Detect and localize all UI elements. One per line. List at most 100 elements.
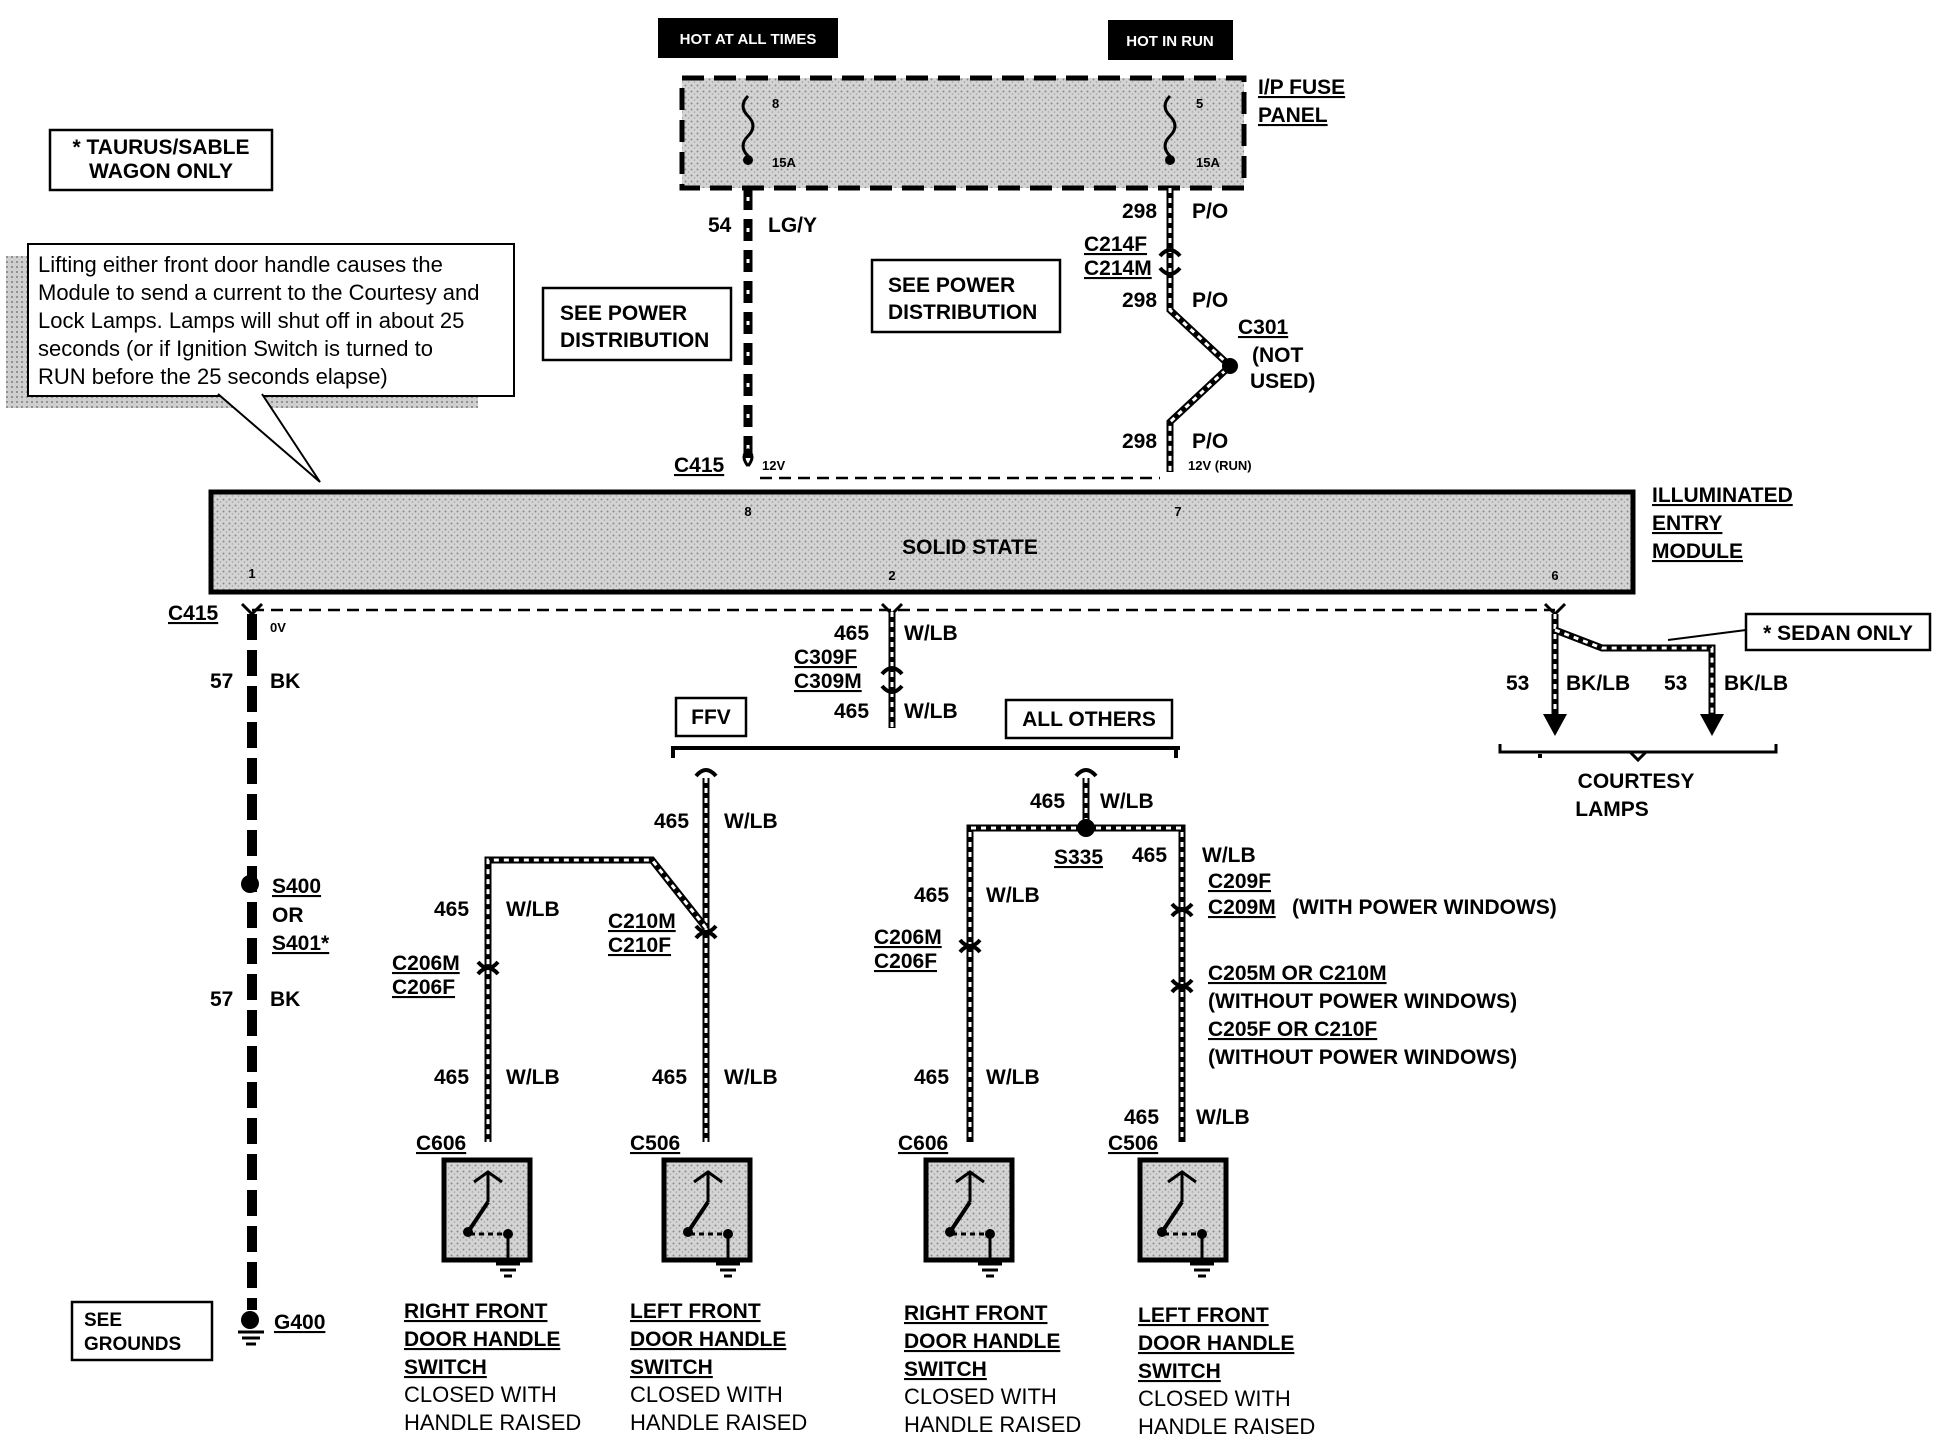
svg-text:8: 8 xyxy=(772,96,779,111)
hot-in-run-tag: HOT IN RUN xyxy=(1108,20,1233,60)
ffv-branch-wires xyxy=(476,768,718,1142)
svg-text:P/O: P/O xyxy=(1192,200,1228,223)
svg-text:12V (RUN): 12V (RUN) xyxy=(1188,458,1252,473)
svg-text:USED): USED) xyxy=(1250,370,1315,393)
svg-text:BK/LB: BK/LB xyxy=(1724,672,1788,695)
svg-text:DOOR HANDLE: DOOR HANDLE xyxy=(630,1328,786,1351)
svg-text:C205M OR C210M: C205M OR C210M xyxy=(1208,962,1387,985)
svg-text:12V: 12V xyxy=(762,458,785,473)
taurus-wagon-note: * TAURUS/SABLE WAGON ONLY xyxy=(48,128,274,192)
circuit-57-ground-wire xyxy=(238,602,264,1346)
svg-text:LAMPS: LAMPS xyxy=(1575,798,1649,821)
svg-text:15A: 15A xyxy=(772,155,796,170)
svg-text:SEE POWER: SEE POWER xyxy=(560,302,687,325)
svg-text:ALL OTHERS: ALL OTHERS xyxy=(1022,708,1156,731)
switch-label-2: LEFT FRONT DOOR HANDLE SWITCH CLOSED WIT… xyxy=(630,1300,807,1435)
svg-text:W/LB: W/LB xyxy=(986,1066,1040,1089)
svg-text:W/LB: W/LB xyxy=(506,1066,560,1089)
svg-text:RUN before the 25 seconds elap: RUN before the 25 seconds elapse) xyxy=(38,364,388,389)
courtesy-bracket xyxy=(1498,744,1778,754)
svg-text:GROUNDS: GROUNDS xyxy=(84,1334,181,1355)
ffv-label-box: FFV xyxy=(674,696,748,738)
svg-text:C309M: C309M xyxy=(794,670,862,693)
svg-text:BK/LB: BK/LB xyxy=(1566,672,1630,695)
svg-text:(WITHOUT POWER WINDOWS): (WITHOUT POWER WINDOWS) xyxy=(1208,1046,1517,1069)
svg-text:C606: C606 xyxy=(416,1132,466,1155)
svg-text:SWITCH: SWITCH xyxy=(630,1356,713,1379)
svg-text:RIGHT FRONT: RIGHT FRONT xyxy=(404,1300,548,1323)
fuse-right-icon xyxy=(1163,94,1177,158)
svg-text:C209F: C209F xyxy=(1208,870,1271,893)
svg-text:BK: BK xyxy=(270,670,300,693)
svg-text:CLOSED WITH: CLOSED WITH xyxy=(1138,1386,1291,1411)
svg-text:C206M: C206M xyxy=(874,926,942,949)
svg-text:W/LB: W/LB xyxy=(904,700,958,723)
svg-text:RIGHT FRONT: RIGHT FRONT xyxy=(904,1302,1048,1325)
svg-text:C205F OR C210F: C205F OR C210F xyxy=(1208,1018,1377,1041)
svg-text:W/LB: W/LB xyxy=(724,1066,778,1089)
svg-text:53: 53 xyxy=(1506,672,1529,695)
svg-text:WAGON ONLY: WAGON ONLY xyxy=(89,160,233,183)
circuit-465-trunk xyxy=(880,602,904,728)
svg-text:ILLUMINATED: ILLUMINATED xyxy=(1652,484,1793,507)
svg-text:465: 465 xyxy=(914,884,949,907)
svg-text:(WITH POWER WINDOWS): (WITH POWER WINDOWS) xyxy=(1292,896,1557,919)
svg-text:298: 298 xyxy=(1122,430,1157,453)
svg-text:C206M: C206M xyxy=(392,952,460,975)
svg-text:SWITCH: SWITCH xyxy=(1138,1360,1221,1383)
svg-text:W/LB: W/LB xyxy=(1100,790,1154,813)
svg-text:(NOT: (NOT xyxy=(1252,344,1303,367)
svg-text:HANDLE RAISED: HANDLE RAISED xyxy=(904,1412,1081,1437)
svg-text:298: 298 xyxy=(1122,200,1157,223)
fuse-left-icon xyxy=(741,94,755,158)
svg-text:465: 465 xyxy=(1030,790,1065,813)
sedan-leader-line xyxy=(1667,629,1747,641)
svg-text:C206F: C206F xyxy=(392,976,455,999)
c301-splice-dot xyxy=(1222,358,1238,374)
circuit-298-wire xyxy=(1158,188,1238,472)
svg-text:DOOR HANDLE: DOOR HANDLE xyxy=(404,1328,560,1351)
svg-text:HANDLE RAISED: HANDLE RAISED xyxy=(1138,1414,1315,1439)
svg-text:W/LB: W/LB xyxy=(724,810,778,833)
svg-text:6: 6 xyxy=(1551,568,1558,583)
svg-text:57: 57 xyxy=(210,988,233,1011)
svg-text:C415: C415 xyxy=(674,454,725,477)
switch-right-front-ffv xyxy=(441,1157,533,1278)
svg-text:465: 465 xyxy=(914,1066,949,1089)
svg-text:465: 465 xyxy=(834,700,869,723)
svg-text:DISTRIBUTION: DISTRIBUTION xyxy=(888,301,1037,324)
fuse-panel-title-2: PANEL xyxy=(1258,104,1328,127)
ip-fuse-panel: 8 15A 5 15A xyxy=(679,75,1247,191)
svg-text:465: 465 xyxy=(652,1066,687,1089)
svg-text:G400: G400 xyxy=(274,1311,325,1334)
see-grounds-note: SEE GROUNDS xyxy=(70,1300,214,1362)
svg-text:C506: C506 xyxy=(1108,1132,1158,1155)
svg-text:8: 8 xyxy=(744,504,751,519)
svg-text:DOOR HANDLE: DOOR HANDLE xyxy=(904,1330,1060,1353)
courtesy-lamp-wires xyxy=(1543,602,1724,736)
illuminated-entry-module: SOLID STATE 8 7 1 2 6 xyxy=(208,489,1636,595)
svg-text:SEE POWER: SEE POWER xyxy=(888,274,1015,297)
callout-note: Lifting either front door handle causes … xyxy=(6,243,515,483)
svg-text:HANDLE RAISED: HANDLE RAISED xyxy=(630,1410,807,1435)
all-others-label-box: ALL OTHERS xyxy=(1004,698,1174,740)
svg-text:465: 465 xyxy=(434,1066,469,1089)
svg-text:OR: OR xyxy=(272,904,304,927)
svg-text:53: 53 xyxy=(1664,672,1687,695)
svg-text:465: 465 xyxy=(434,898,469,921)
svg-text:C606: C606 xyxy=(898,1132,948,1155)
svg-text:S335: S335 xyxy=(1054,846,1103,869)
svg-text:C214F: C214F xyxy=(1084,233,1147,256)
svg-text:ENTRY: ENTRY xyxy=(1652,512,1722,535)
svg-text:BK: BK xyxy=(270,988,300,1011)
svg-text:15A: 15A xyxy=(1196,155,1220,170)
switch-label-4: LEFT FRONT DOOR HANDLE SWITCH CLOSED WIT… xyxy=(1138,1304,1315,1439)
sedan-only-note: * SEDAN ONLY xyxy=(1744,612,1932,652)
svg-text:DOOR HANDLE: DOOR HANDLE xyxy=(1138,1332,1294,1355)
svg-text:465: 465 xyxy=(834,622,869,645)
svg-text:465: 465 xyxy=(1124,1106,1159,1129)
svg-text:Module to send a current to th: Module to send a current to the Courtesy… xyxy=(38,280,479,305)
svg-text:W/LB: W/LB xyxy=(506,898,560,921)
svg-text:SWITCH: SWITCH xyxy=(904,1358,987,1381)
